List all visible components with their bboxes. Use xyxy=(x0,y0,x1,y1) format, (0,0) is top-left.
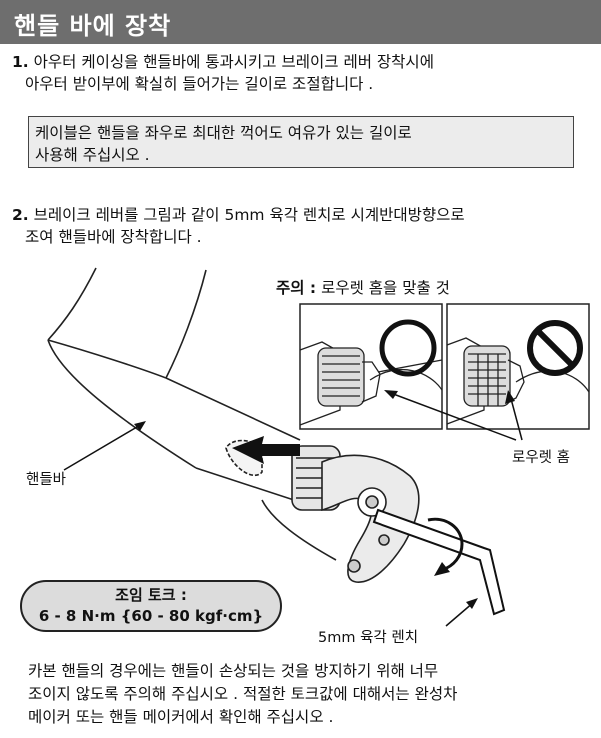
section-header: 핸들 바에 장착 xyxy=(0,0,601,44)
inset-ng-detail xyxy=(446,337,590,425)
rotation-arrow-head xyxy=(434,562,450,576)
step-2: 2. 브레이크 레버를 그림과 같이 5mm 육각 렌치로 시계반대방향으로 조… xyxy=(12,204,592,248)
caution-note: 주의 : 로우렛 홈을 맞출 것 xyxy=(276,276,450,298)
step-2-number: 2. xyxy=(12,206,29,224)
note-line-1: 케이블은 핸들을 좌우로 최대한 꺽어도 여유가 있는 길이로 xyxy=(35,124,412,142)
inset-ok-detail xyxy=(299,341,443,426)
section-title: 핸들 바에 장착 xyxy=(14,12,172,40)
knurl-groove-leaders xyxy=(387,391,523,441)
footer-line-2: 조이지 않도록 주의해 주십시오 . 적절한 토크값에 대해서는 완성차 xyxy=(28,685,458,703)
torque-value: 6 - 8 N·m {60 - 80 kgf·cm} xyxy=(38,607,264,625)
slide-direction-arrow xyxy=(232,436,300,464)
step-1: 1. 아우터 케이싱을 핸들바에 통과시키고 브레이크 레버 장착시에 아우터 … xyxy=(12,51,592,95)
caution-text: 로우렛 홈을 맞출 것 xyxy=(321,279,450,297)
note-line-2: 사용해 주십시오 . xyxy=(35,146,150,164)
knurl-groove-label: 로우렛 홈 xyxy=(512,450,570,466)
caution-label: 주의 : xyxy=(276,279,317,297)
torque-callout: 조임 토크 : 6 - 8 N·m {60 - 80 kgf·cm} xyxy=(20,580,282,632)
handlebar-drawing xyxy=(47,267,301,503)
wrench-leader xyxy=(445,601,475,627)
circle-ok-icon xyxy=(379,319,437,377)
step-1-line-2: 아우터 받이부에 확실히 들어가는 길이로 조절합니다 . xyxy=(25,75,374,93)
footer-note: 카본 핸들의 경우에는 핸들이 손상되는 것을 방지하기 위해 너무 조이지 않… xyxy=(28,660,593,729)
step-1-line-1: 아우터 케이싱을 핸들바에 통과시키고 브레이크 레버 장착시에 xyxy=(33,53,434,71)
handlebar-label: 핸들바 xyxy=(26,472,67,488)
step-1-number: 1. xyxy=(12,53,29,71)
step-2-line-2: 조여 핸들바에 장착합니다 . xyxy=(25,228,202,246)
note-box: 케이블은 핸들을 좌우로 최대한 꺽어도 여유가 있는 길이로 사용해 주십시오… xyxy=(28,116,574,168)
wrench-label: 5mm 육각 렌치 xyxy=(318,630,419,646)
footer-line-1: 카본 핸들의 경우에는 핸들이 손상되는 것을 방지하기 위해 너무 xyxy=(28,662,439,680)
hex-wrench-drawing xyxy=(372,508,506,616)
handlebar-leader xyxy=(63,423,143,471)
brake-lever-drawing xyxy=(225,439,420,583)
prohibited-icon xyxy=(527,320,583,376)
footer-line-3: 메이커 또는 핸들 메이커에서 확인해 주십시오 . xyxy=(28,708,334,726)
torque-title: 조임 토크 : xyxy=(115,586,187,604)
step-2-line-1: 브레이크 레버를 그림과 같이 5mm 육각 렌치로 시계반대방향으로 xyxy=(33,206,465,224)
